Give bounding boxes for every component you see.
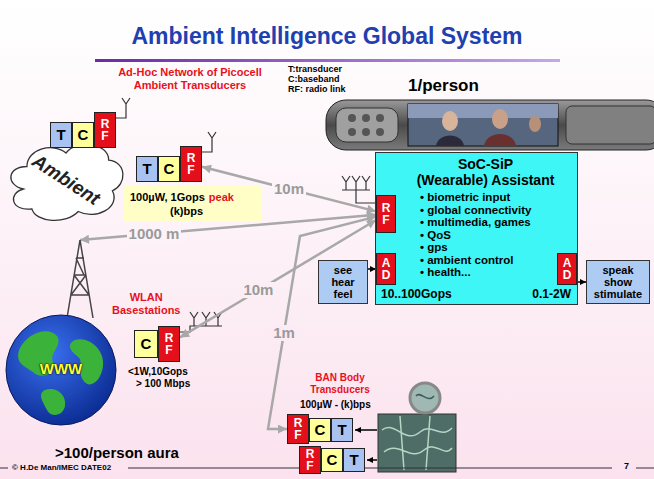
sensor-arrow xyxy=(355,429,377,431)
node-text: RF xyxy=(382,202,391,226)
footer-text: © H.De Man/IMEC DATE02 xyxy=(12,463,111,473)
spec-text: (k)bps xyxy=(170,205,203,218)
output-box: speak show stimulate xyxy=(586,260,650,304)
radio-box: RF xyxy=(376,195,396,233)
slide-title: Ambient Intelligence Global System xyxy=(0,22,654,50)
node-text: speak show stimulate xyxy=(594,264,642,300)
box-heading: SoC-SiP xyxy=(400,156,571,172)
antenna-symbol xyxy=(342,176,376,203)
bullet-item: • biometric input xyxy=(420,191,571,204)
distance-label: 1000 m xyxy=(127,226,182,242)
spec-text: peak xyxy=(209,191,234,204)
spec-text: 100µW - (k)bps xyxy=(300,399,371,411)
bullet-list: • biometric input• global connectivity• … xyxy=(420,191,571,279)
spec-text: 100µW, 1Gops xyxy=(130,191,205,204)
node-text: AD xyxy=(382,257,391,281)
radio-box: RF xyxy=(299,446,321,474)
node-text: C xyxy=(78,127,89,143)
note-text: >100/person aura xyxy=(55,444,179,462)
key-text: T:transducer xyxy=(288,64,342,74)
group-heading: WLAN Basestations xyxy=(112,291,180,316)
baseband-box: C xyxy=(72,122,94,148)
title-underline xyxy=(95,59,560,62)
antenna-symbol xyxy=(116,98,130,118)
ambient-cloud: Ambient xyxy=(5,135,127,225)
node-text: T xyxy=(56,127,65,143)
assistant-box: SoC-SiP(Wearable) Assistant• biometric i… xyxy=(375,152,578,305)
group-heading: Ad-Hoc Network of Picocell Ambient Trans… xyxy=(95,66,285,91)
globe-node: WWW xyxy=(5,240,117,440)
footer-row: 10..100Gops 0.1-2W xyxy=(381,287,571,301)
node-text: AD xyxy=(563,257,572,281)
antenna-symbol xyxy=(202,132,216,152)
spec-text: <1W,10Gops xyxy=(128,366,188,378)
transducer-box: T xyxy=(50,122,72,148)
bullet-item: • QoS xyxy=(420,229,571,242)
baseband-box: C xyxy=(134,330,158,358)
brain-picture xyxy=(378,383,456,472)
ambient-patch xyxy=(124,186,262,222)
node-text: RF xyxy=(306,448,315,472)
page-number: 7 xyxy=(624,461,629,472)
box-heading: (Wearable) Assistant xyxy=(400,172,571,188)
input-box: see hear feel xyxy=(318,260,368,304)
signal-arrow xyxy=(577,281,586,283)
radio-box: RF xyxy=(180,146,202,182)
distance-label: 10m xyxy=(272,181,306,197)
transducer-box: T xyxy=(136,156,158,182)
converter-box: AD xyxy=(376,253,396,285)
baseband-box: C xyxy=(158,156,180,182)
node-text: RF xyxy=(165,332,174,356)
node-text: T xyxy=(349,452,358,468)
bullet-item: • health... xyxy=(420,266,571,279)
radio-box: RF xyxy=(158,326,180,362)
node-text: C xyxy=(164,161,175,177)
bullet-item: • gps xyxy=(420,241,571,254)
bullet-item: • ambient control xyxy=(420,254,571,267)
globe-tower-picture xyxy=(5,240,117,440)
note-text: 1/person xyxy=(408,76,479,96)
transducer-box: T xyxy=(343,448,365,472)
node-text: WWW xyxy=(40,361,82,377)
radio-link xyxy=(202,167,376,212)
radio-link xyxy=(268,217,376,429)
spec-text: 0.1-2W xyxy=(532,287,571,301)
spec-text: 10..100Gops xyxy=(381,287,452,301)
radio-link xyxy=(180,220,376,337)
converter-box: AD xyxy=(557,253,577,285)
distance-label: 10m xyxy=(241,282,275,298)
node-text: T xyxy=(337,422,346,438)
radio-box: RF xyxy=(94,112,116,148)
spec-text: > 100 Mbps xyxy=(136,378,190,390)
radio-box: RF xyxy=(287,414,309,444)
node-text: see hear feel xyxy=(331,264,354,300)
node-text: T xyxy=(142,161,151,177)
key-text: C:baseband xyxy=(288,74,340,84)
phone-picture xyxy=(326,100,654,150)
node-text: RF xyxy=(101,118,110,142)
node-text: C xyxy=(327,452,338,468)
node-text: C xyxy=(315,422,326,438)
bullet-item: • multimedia, games xyxy=(420,216,571,229)
group-heading: BAN Body Transducers xyxy=(290,372,390,395)
baseband-box: C xyxy=(309,418,331,442)
bullet-item: • global connectivity xyxy=(420,204,571,217)
key-text: RF: radio link xyxy=(288,84,346,94)
baseband-box: C xyxy=(321,448,343,472)
heading-group: SoC-SiP(Wearable) Assistant xyxy=(400,156,571,188)
distance-label: 1m xyxy=(271,325,297,341)
node-text: RF xyxy=(187,152,196,176)
transducer-box: T xyxy=(331,418,353,442)
node-text: RF xyxy=(294,417,303,441)
sensor-arrow xyxy=(367,459,377,461)
node-text: C xyxy=(141,336,152,352)
